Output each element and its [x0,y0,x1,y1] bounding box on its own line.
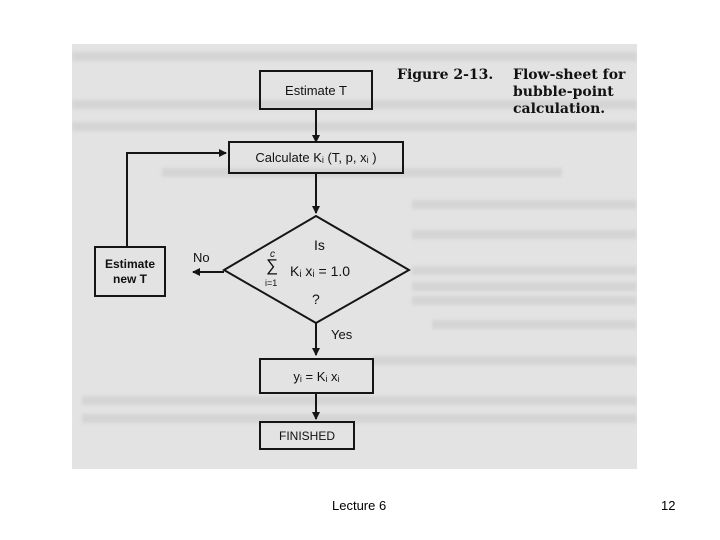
decision-expression: Kᵢ xᵢ = 1.0 [290,263,351,279]
sum-symbol: ∑ [266,256,279,275]
bleed-through-text [72,100,637,109]
figure-caption: Flow-sheet for bubble-point calculation. [513,67,626,117]
no-branch-label: No [193,250,210,265]
decision-is-label: Is [314,237,325,253]
decision-diamond [222,214,412,325]
bleed-through-text [432,320,637,329]
bleed-through-text [72,122,637,131]
bleed-through-text [412,282,637,291]
arrow-loop-back [126,149,227,246]
footer-page-number: 12 [661,498,676,513]
finished-label: FINISHED [278,428,335,443]
bleed-through-text [412,296,637,305]
estimate-t-box: Estimate T [259,70,373,110]
finished-box: FINISHED [259,421,355,450]
estimate-new-t-box: Estimate new T [94,246,166,297]
yes-branch-label: Yes [331,327,353,342]
bleed-through-text [82,396,637,405]
estimate-t-label: Estimate T [285,82,347,98]
bleed-through-text [72,52,637,61]
bleed-through-text [412,266,637,275]
sum-lower-limit: i=1 [265,278,278,288]
calculate-k-box: Calculate Kᵢ (T, p, xᵢ ) [228,141,404,174]
bleed-through-text [372,356,637,365]
bleed-through-text [82,414,637,423]
y-equation-box: yᵢ = Kᵢ xᵢ [259,358,374,394]
calculate-k-label: Calculate Kᵢ (T, p, xᵢ ) [255,150,377,165]
scanned-figure [72,44,637,469]
bleed-through-text [412,200,637,209]
y-equation-label: yᵢ = Kᵢ xᵢ [293,368,340,384]
figure-number: Figure 2-13. [397,67,494,83]
estimate-new-t-label: Estimate new T [104,256,156,286]
bleed-through-text [412,230,637,239]
footer-lecture: Lecture 6 [332,498,387,513]
decision-question-mark: ? [312,291,320,307]
sum-upper-limit: c [270,249,275,260]
